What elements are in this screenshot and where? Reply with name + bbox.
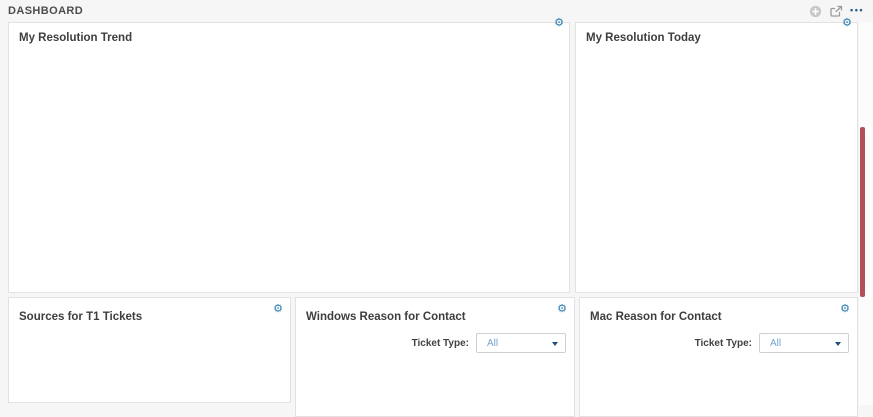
panel-title: My Resolution Trend	[19, 32, 133, 44]
ticket-type-selected-value: All	[770, 337, 782, 349]
panel-title: My Resolution Today	[586, 32, 701, 44]
panel-my-resolution-trend: ⚙ My Resolution Trend	[8, 17, 570, 293]
panel-sources-for-t1-tickets: ⚙ Sources for T1 Tickets	[8, 297, 291, 403]
panel-settings-gear-icon[interactable]: ⚙	[840, 302, 850, 315]
scrollbar-thumb[interactable]	[860, 127, 865, 297]
ticket-type-filter: Ticket Type: All	[296, 333, 574, 353]
page-title: DASHBOARD	[8, 5, 84, 17]
more-ellipsis-icon[interactable]: •••	[850, 5, 864, 15]
plus-circle-icon[interactable]	[809, 5, 822, 18]
panel-windows-reason-for-contact: ⚙ Windows Reason for Contact Ticket Type…	[295, 297, 575, 417]
panel-my-resolution-today: ⚙ My Resolution Today	[575, 17, 858, 293]
chevron-down-icon	[552, 342, 558, 346]
ticket-type-label: Ticket Type:	[694, 337, 752, 349]
panel-settings-gear-icon[interactable]: ⚙	[273, 302, 283, 315]
header-toolbar: •••	[809, 4, 864, 18]
panel-settings-gear-icon[interactable]: ⚙	[842, 16, 852, 29]
ticket-type-label: Ticket Type:	[411, 337, 469, 349]
page-header: DASHBOARD •••	[0, 0, 873, 22]
panel-mac-reason-for-contact: ⚙ Mac Reason for Contact Ticket Type: Al…	[579, 297, 858, 417]
panel-title: Mac Reason for Contact	[590, 311, 722, 323]
ticket-type-select[interactable]: All	[759, 333, 849, 353]
share-export-icon[interactable]	[829, 5, 843, 18]
ticket-type-selected-value: All	[487, 337, 499, 349]
panel-settings-gear-icon[interactable]: ⚙	[557, 302, 567, 315]
ticket-type-filter: Ticket Type: All	[580, 333, 857, 353]
scrollbar-track[interactable]	[859, 22, 873, 405]
panel-title: Sources for T1 Tickets	[19, 311, 143, 323]
panel-title: Windows Reason for Contact	[306, 311, 466, 323]
chevron-down-icon	[835, 342, 841, 346]
ticket-type-select[interactable]: All	[476, 333, 566, 353]
panel-settings-gear-icon[interactable]: ⚙	[554, 16, 564, 29]
